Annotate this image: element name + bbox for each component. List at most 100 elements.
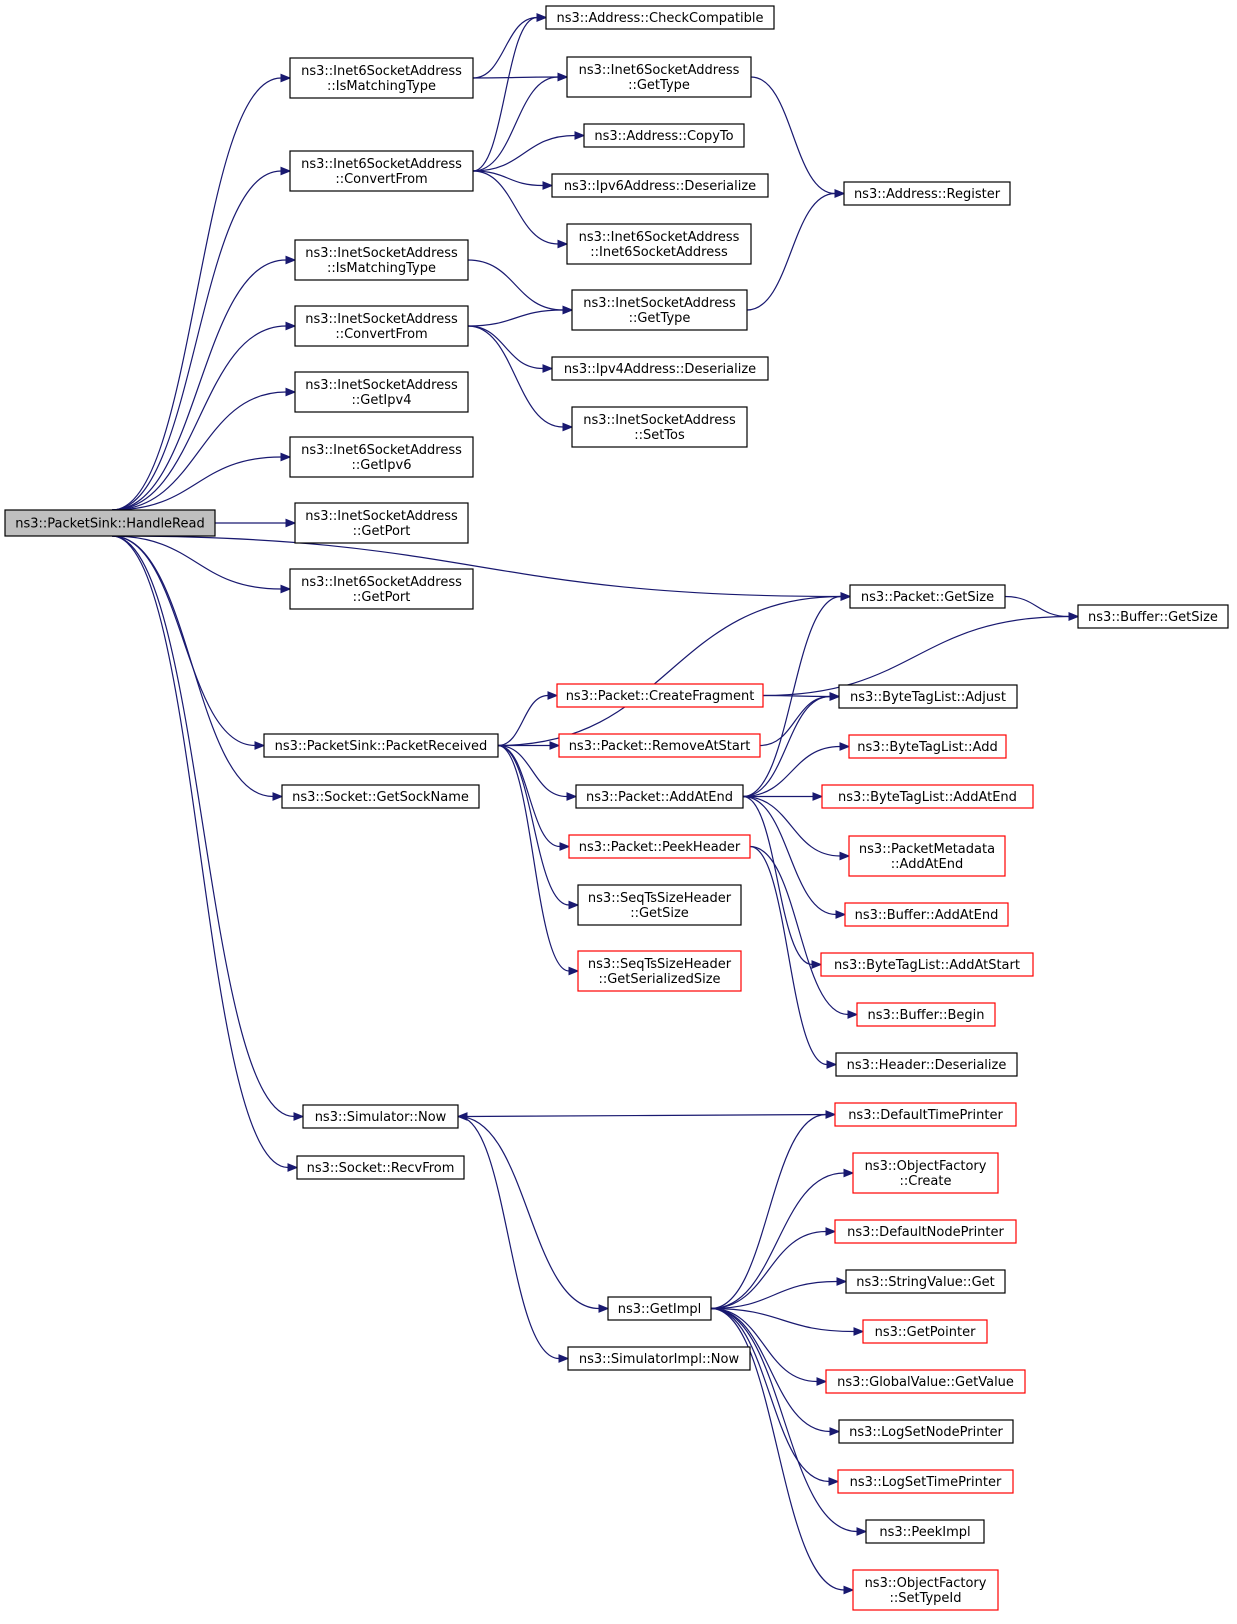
node-pm-add-at-end[interactable]: ns3::PacketMetadata::AddAtEnd — [848, 835, 1006, 877]
node-box — [852, 1569, 999, 1611]
edge-line — [111, 535, 289, 1169]
node-box — [583, 123, 745, 148]
node-peek-header[interactable]: ns3::Packet::PeekHeader — [568, 834, 751, 859]
node-recv-from[interactable]: ns3::Socket::RecvFrom — [296, 1155, 465, 1180]
arrowhead-icon — [598, 1304, 610, 1313]
node-peek-impl[interactable]: ns3::PeekImpl — [865, 1519, 985, 1544]
arrowhead-icon — [840, 592, 852, 601]
node-i6-convert[interactable]: ns3::Inet6SocketAddress::ConvertFrom — [289, 150, 474, 192]
arrowhead-icon — [293, 1112, 305, 1121]
edge-line — [710, 1307, 845, 1591]
edge-peek-header-to-hdr-deser — [749, 845, 838, 1069]
node-seq-ser-size[interactable]: ns3::SeqTsSizeHeader::GetSerializedSize — [577, 950, 742, 992]
edge-line — [111, 535, 282, 590]
node-of-set-type-id[interactable]: ns3::ObjectFactory::SetTypeId — [852, 1569, 999, 1611]
node-i-get-port[interactable]: ns3::InetSocketAddress::GetPort — [294, 502, 469, 544]
arrowhead-icon — [836, 1277, 848, 1286]
edge-packet-received-to-seq-get-size — [497, 744, 580, 910]
node-i6-get-type[interactable]: ns3::Inet6SocketAddress::GetType — [566, 56, 752, 98]
node-log-set-node[interactable]: ns3::LogSetNodePrinter — [838, 1419, 1014, 1444]
node-label: ns3::Inet6SocketAddress — [301, 443, 462, 458]
edge-line — [111, 535, 256, 747]
arrowhead-icon — [547, 691, 559, 700]
edge-line — [457, 1115, 600, 1310]
node-str-val-get[interactable]: ns3::StringValue::Get — [845, 1269, 1006, 1294]
node-box — [825, 1369, 1026, 1394]
node-label: ::SetTos — [634, 428, 685, 443]
node-get-sock-name[interactable]: ns3::Socket::GetSockName — [281, 784, 480, 809]
edge-i6-convert-to-copy-to — [472, 131, 586, 172]
node-btl-adjust[interactable]: ns3::ByteTagList::Adjust — [838, 684, 1018, 709]
arrowhead-icon — [280, 452, 292, 462]
node-label: ::IsMatchingType — [327, 261, 436, 276]
arrowhead-icon — [536, 13, 548, 22]
node-btl-add-at-start[interactable]: ns3::ByteTagList::AddAtStart — [820, 952, 1034, 977]
node-hdr-deser[interactable]: ns3::Header::Deserialize — [835, 1052, 1018, 1077]
node-box — [294, 502, 469, 544]
node-box — [263, 733, 499, 758]
node-check-compat[interactable]: ns3::Address::CheckCompatible — [545, 5, 775, 30]
node-def-node-printer[interactable]: ns3::DefaultNodePrinter — [834, 1219, 1017, 1244]
edge-pkt-add-at-end-to-btl-add-at-start — [742, 795, 823, 969]
node-i-set-tos[interactable]: ns3::InetSocketAddress::SetTos — [571, 406, 748, 448]
node-i6-ctor[interactable]: ns3::Inet6SocketAddress::Inet6SocketAddr… — [566, 223, 752, 265]
edge-get-impl-to-get-pointer — [710, 1307, 865, 1336]
edge-create-frag-to-buf-get-size — [762, 612, 1080, 697]
node-i6-get-port[interactable]: ns3::Inet6SocketAddress::GetPort — [289, 568, 474, 610]
node-packet-received[interactable]: ns3::PacketSink::PacketReceived — [263, 733, 499, 758]
node-box — [302, 1104, 459, 1129]
node-buf-add-at-end[interactable]: ns3::Buffer::AddAtEnd — [844, 902, 1009, 927]
node-label: ::IsMatchingType — [327, 79, 436, 94]
node-sim-now[interactable]: ns3::Simulator::Now — [302, 1104, 459, 1129]
node-sim-impl-now[interactable]: ns3::SimulatorImpl::Now — [567, 1346, 751, 1371]
edge-line — [497, 744, 570, 972]
node-i6-is-match[interactable]: ns3::Inet6SocketAddress::IsMatchingType — [289, 57, 474, 99]
node-remove-at-start[interactable]: ns3::Packet::RemoveAtStart — [558, 733, 761, 758]
arrowhead-icon — [456, 1112, 468, 1121]
node-pkt-add-at-end[interactable]: ns3::Packet::AddAtEnd — [575, 784, 744, 809]
node-copy-to[interactable]: ns3::Address::CopyTo — [583, 123, 745, 148]
node-of-create[interactable]: ns3::ObjectFactory::Create — [852, 1152, 999, 1194]
node-i-get-type[interactable]: ns3::InetSocketAddress::GetType — [571, 289, 748, 331]
node-get-impl[interactable]: ns3::GetImpl — [607, 1296, 712, 1321]
node-i-convert[interactable]: ns3::InetSocketAddress::ConvertFrom — [294, 305, 469, 347]
node-label: ns3::Buffer::Begin — [867, 1008, 984, 1023]
node-i6-get-ipv6[interactable]: ns3::Inet6SocketAddress::GetIpv6 — [289, 436, 474, 478]
node-label: ns3::ObjectFactory — [865, 1576, 987, 1591]
node-btl-add[interactable]: ns3::ByteTagList::Add — [848, 734, 1007, 759]
node-label: ns3::Packet::GetSize — [861, 590, 994, 605]
node-create-frag[interactable]: ns3::Packet::CreateFragment — [556, 683, 764, 708]
node-label: ns3::SimulatorImpl::Now — [579, 1352, 740, 1367]
node-label: ns3::Simulator::Now — [315, 1110, 447, 1125]
node-ipv4-deser[interactable]: ns3::Ipv4Address::Deserialize — [551, 356, 769, 381]
node-i-is-match[interactable]: ns3::InetSocketAddress::IsMatchingType — [294, 239, 469, 281]
node-ipv6-deser[interactable]: ns3::Ipv6Address::Deserialize — [551, 173, 769, 198]
edge-line — [497, 694, 549, 747]
node-label: ns3::GlobalValue::GetValue — [837, 1375, 1014, 1390]
edge-line — [749, 845, 849, 1016]
node-addr-register[interactable]: ns3::Address::Register — [843, 181, 1011, 206]
node-gv-get-value[interactable]: ns3::GlobalValue::GetValue — [825, 1369, 1026, 1394]
node-handle-read: ns3::PacketSink::HandleRead — [4, 509, 216, 537]
node-box — [820, 952, 1034, 977]
edge-line — [762, 694, 831, 698]
node-log-set-time[interactable]: ns3::LogSetTimePrinter — [837, 1469, 1014, 1494]
edge-line — [467, 325, 564, 428]
node-label: ns3::StringValue::Get — [856, 1275, 994, 1290]
node-get-pointer[interactable]: ns3::GetPointer — [862, 1319, 988, 1344]
edge-line — [472, 170, 544, 187]
edge-handle-read-to-i-get-port — [214, 518, 297, 528]
edge-line — [497, 595, 842, 747]
node-seq-get-size[interactable]: ns3::SeqTsSizeHeader::GetSize — [577, 884, 742, 926]
node-def-time-printer[interactable]: ns3::DefaultTimePrinter — [834, 1102, 1017, 1127]
node-buf-begin[interactable]: ns3::Buffer::Begin — [856, 1002, 996, 1027]
node-i-get-ipv4[interactable]: ns3::InetSocketAddress::GetIpv4 — [294, 371, 469, 413]
node-label: ns3::DefaultTimePrinter — [848, 1108, 1003, 1123]
node-btl-add-at-end[interactable]: ns3::ByteTagList::AddAtEnd — [821, 784, 1034, 809]
arrowhead-icon — [542, 364, 554, 373]
edge-line — [710, 1307, 831, 1433]
arrowhead-icon — [828, 1477, 840, 1486]
arrowhead-icon — [285, 255, 297, 265]
node-pkt-get-size[interactable]: ns3::Packet::GetSize — [849, 584, 1006, 609]
node-buf-get-size[interactable]: ns3::Buffer::GetSize — [1077, 604, 1229, 629]
